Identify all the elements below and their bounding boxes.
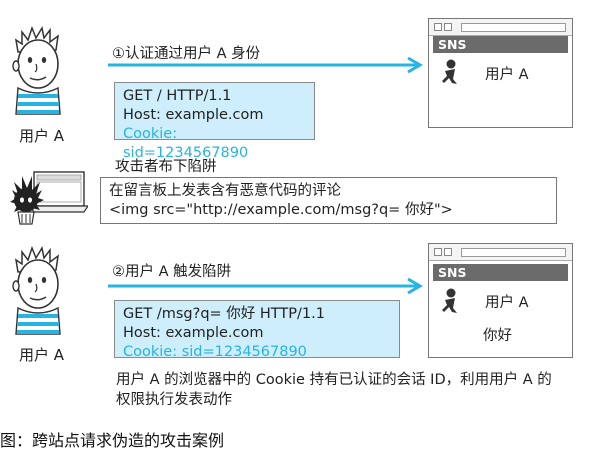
- sns-window-1: SNS 用户 A: [428, 18, 573, 128]
- window-button-icon: [444, 248, 452, 256]
- sns-window-2: SNS 用户 A 你好: [428, 243, 573, 358]
- note-line-1: 用户 A 的浏览器中的 Cookie 持有已认证的会话 ID，利用用户 A 的: [116, 372, 552, 388]
- sns-username-1: 用户 A: [485, 67, 529, 83]
- sns-header: SNS: [433, 264, 568, 281]
- attacker-icon: [10, 171, 88, 225]
- window-button-icon: [434, 23, 442, 31]
- window-button-icon: [434, 248, 442, 256]
- request-box-2: GET /msg?q= 你好 HTTP/1.1 Host: example.co…: [114, 300, 400, 360]
- step2-label: ②用户 A 触发陷阱: [112, 264, 232, 280]
- comment-line-1: 在留言板上发表含有恶意代码的评论: [109, 183, 341, 199]
- request-host-1: Host: example.com: [123, 107, 264, 123]
- step2-arrow: [108, 277, 423, 295]
- user-a-label-1: 用户 A: [19, 127, 65, 145]
- attacker-label: 攻击者布下陷阱: [115, 159, 217, 175]
- request-host-2: Host: example.com: [123, 325, 264, 341]
- sns-header: SNS: [433, 36, 568, 53]
- sns-username-2: 用户 A: [485, 295, 529, 311]
- browser-chrome: [429, 244, 572, 261]
- request-cookie-1: Cookie: sid=1234567890: [123, 126, 249, 161]
- browser-chrome: [429, 19, 572, 36]
- sns-post-text: 你好: [483, 328, 512, 344]
- figure-caption: 图：跨站点请求伪造的攻击案例: [0, 431, 225, 450]
- note-line-2: 权限执行发表动作: [116, 392, 232, 408]
- address-bar: [461, 23, 566, 32]
- request-line-1: GET / HTTP/1.1: [123, 88, 232, 104]
- malicious-comment-box: 在留言板上发表含有恶意代码的评论 <img src="http://exampl…: [100, 177, 557, 224]
- person-icon: [442, 288, 457, 313]
- user-a-avatar-2: [12, 245, 61, 335]
- step1-arrow: [108, 56, 423, 74]
- request-cookie-2: Cookie: sid=1234567890: [123, 344, 307, 360]
- request-line-2: GET /msg?q= 你好 HTTP/1.1: [123, 306, 325, 322]
- step1-label: ①认证通过用户 A 身份: [112, 46, 261, 62]
- user-a-avatar-1: [12, 25, 61, 115]
- person-icon: [442, 59, 457, 84]
- window-button-icon: [444, 23, 452, 31]
- request-box-1: GET / HTTP/1.1 Host: example.com Cookie:…: [114, 82, 315, 161]
- explanation-note: 用户 A 的浏览器中的 Cookie 持有已认证的会话 ID，利用用户 A 的 …: [116, 370, 576, 410]
- user-a-label-2: 用户 A: [19, 346, 65, 364]
- comment-line-2: <img src="http://example.com/msg?q= 你好">: [109, 202, 453, 218]
- address-bar: [461, 248, 566, 257]
